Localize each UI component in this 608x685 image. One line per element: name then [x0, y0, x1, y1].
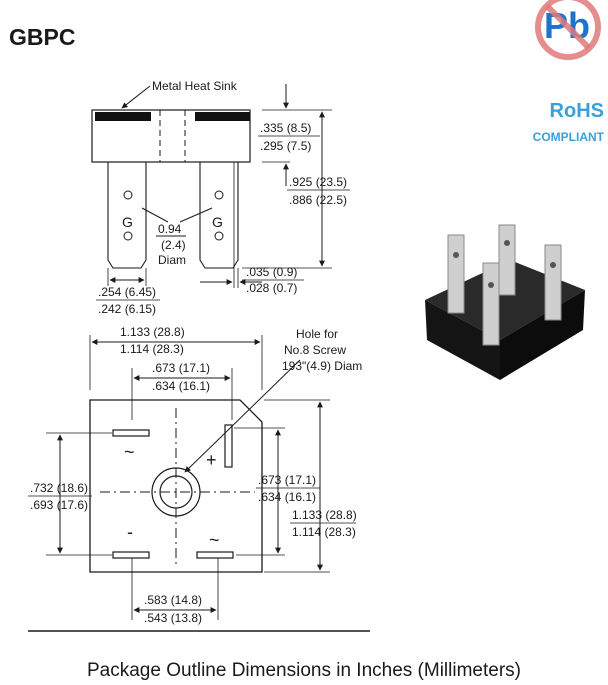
lead-thick-bottom: .028 (0.7) — [246, 281, 297, 295]
pb-free-icon: Pb — [535, 0, 601, 60]
minus-symbol: - — [127, 522, 133, 542]
lead-thick-top: .035 (0.9) — [246, 265, 297, 279]
body-height-bottom: .295 (7.5) — [260, 139, 311, 153]
lead-width-bottom: .242 (6.15) — [98, 302, 156, 316]
bottom-span-bottom: .543 (13.8) — [144, 611, 202, 625]
page-title: GBPC — [9, 24, 76, 50]
lead-pin-mark-left: G — [122, 214, 133, 230]
ac-symbol-top: ~ — [124, 442, 135, 462]
hole-diam-top: 0.94 — [158, 222, 182, 236]
side-view-drawing: Metal Heat Sink G G 0.94 (2.4) Diam .335… — [91, 79, 350, 316]
rohs-label: RoHS — [549, 100, 604, 122]
heat-sink-label: Metal Heat Sink — [152, 79, 238, 93]
pin-span-bottom: .634 (16.1) — [152, 379, 210, 393]
lead-length-bottom: .886 (22.5) — [289, 193, 347, 207]
body-height-top: .335 (8.5) — [260, 121, 311, 135]
lead-pin-mark-right: G — [212, 214, 223, 230]
height-bottom: 1.114 (28.3) — [292, 525, 356, 539]
hole-note-1: Hole for — [296, 327, 338, 341]
top-view-drawing: 1.133 (28.8) 1.114 (28.3) .673 (17.1) .6… — [28, 325, 370, 632]
width-top: 1.133 (28.8) — [120, 325, 185, 339]
figure-caption: Package Outline Dimensions in Inches (Mi… — [87, 660, 521, 681]
lead-width-top: .254 (6.45) — [98, 285, 156, 299]
plus-symbol: + — [206, 450, 217, 470]
width-bottom: 1.114 (28.3) — [120, 342, 184, 356]
bottom-span-top: .583 (14.8) — [144, 593, 202, 607]
bridge-rectifier-photo — [425, 224, 585, 380]
hole-note-2: No.8 Screw — [284, 343, 346, 357]
hole-diam-mid: (2.4) — [161, 238, 186, 252]
pin-span-top: .673 (17.1) — [152, 361, 210, 375]
hole-diam-bottom: Diam — [158, 253, 186, 267]
left-span-top: .732 (18.6) — [30, 481, 88, 495]
ac-symbol-bottom: ~ — [209, 530, 220, 550]
height-top: 1.133 (28.8) — [292, 508, 357, 522]
compliant-label: COMPLIANT — [532, 130, 604, 144]
right-span-bottom: .634 (16.1) — [258, 490, 316, 504]
hole-note-3: 193"(4.9) Diam — [282, 359, 362, 373]
left-span-bottom: .693 (17.6) — [30, 498, 88, 512]
lead-length-top: .925 (23.5) — [289, 175, 347, 189]
right-span-top: .673 (17.1) — [258, 473, 316, 487]
